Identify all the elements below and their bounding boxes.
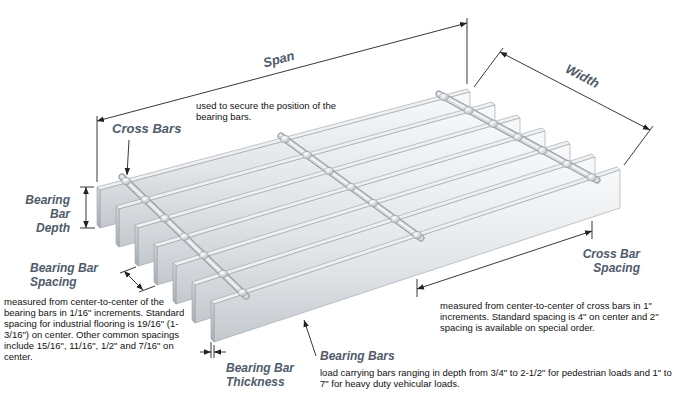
weld-points [122,93,597,296]
dimension-description: measured from center-to-center of the be… [4,296,196,362]
dimension-heading: Bearing Bar Spacing [30,262,112,290]
dimension-heading: Cross Bar Spacing [556,248,640,276]
dimension-description: measured from center-to-center of cross … [440,300,676,333]
part-description: load carrying bars ranging in depth from… [320,367,675,389]
part-heading: Bearing Bars [320,350,440,364]
dimension-heading: Bearing Bar Thickness [226,362,308,390]
part-heading: Cross Bars [112,122,192,137]
dimension-label: Span [262,49,297,72]
cross-bars [121,93,597,296]
part-description: used to secure the position of the beari… [196,100,336,122]
dimension-heading: Bearing Bar Depth [16,194,70,235]
